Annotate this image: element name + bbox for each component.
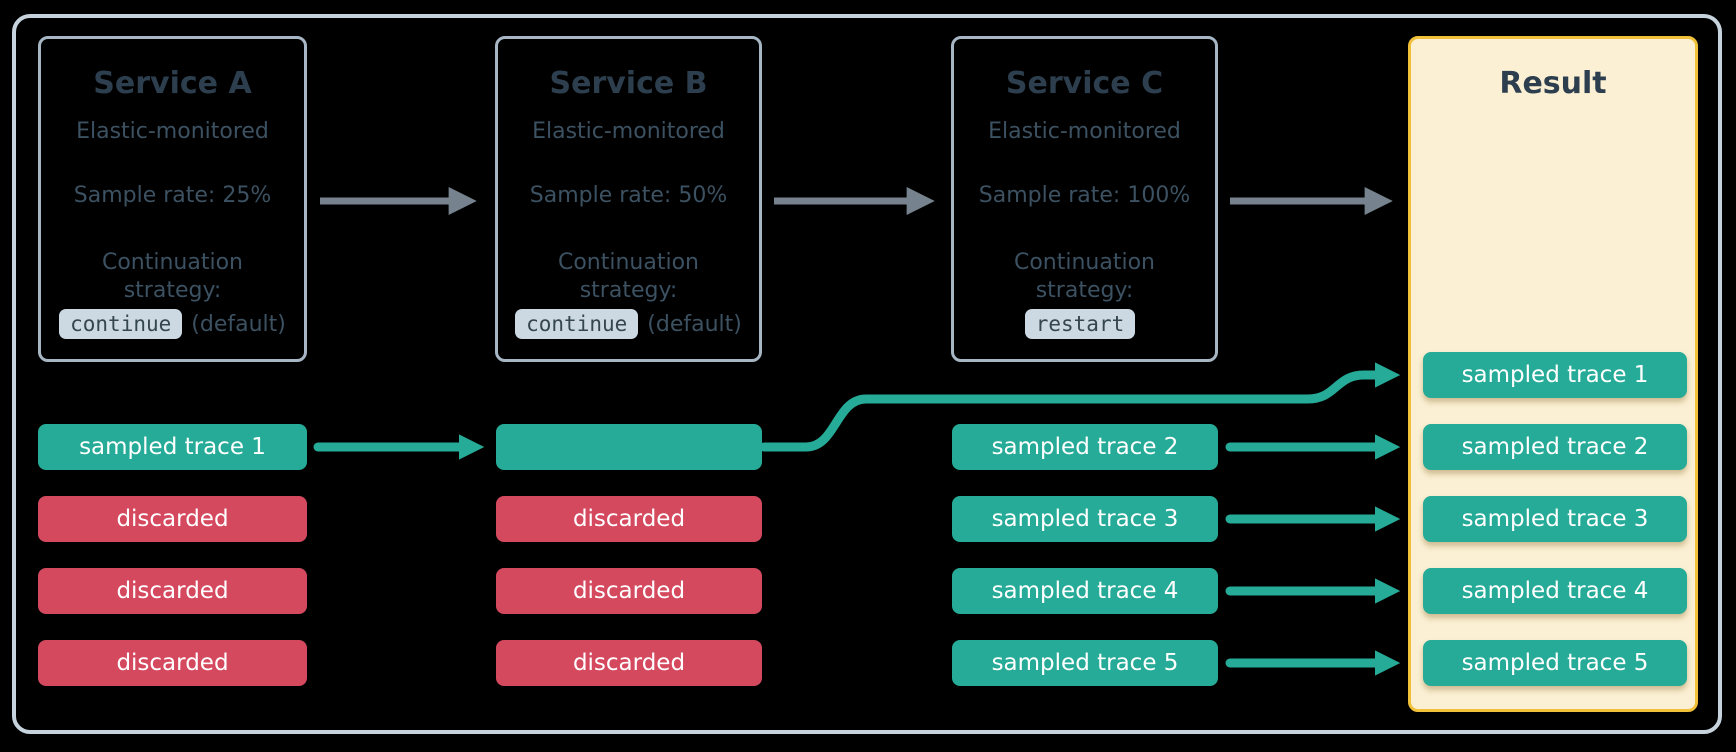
service-c-sample-rate: Sample rate: 100%: [978, 183, 1191, 208]
trace-chip-discarded: discarded: [38, 640, 307, 686]
trace-chip-sampled: sampled trace 3: [952, 496, 1218, 542]
service-c-subtitle: Elastic-monitored: [988, 119, 1181, 144]
service-c-trace-list: sampled trace 2 sampled trace 3 sampled …: [952, 424, 1218, 686]
trace-chip-discarded: discarded: [496, 496, 762, 542]
result-trace-chip-4: sampled trace 4: [1423, 568, 1687, 614]
trace-chip-sampled: sampled trace 1: [38, 424, 307, 470]
trace-chip-discarded: discarded: [496, 568, 762, 614]
result-box: Result sampled trace 1 sampled trace 2 s…: [1408, 36, 1698, 712]
service-a-trace-list: sampled trace 1 discarded discarded disc…: [38, 424, 307, 686]
trace-chip-discarded: discarded: [38, 496, 307, 542]
result-trace-chip-3: sampled trace 3: [1423, 496, 1687, 542]
trace-chip-discarded: discarded: [38, 568, 307, 614]
service-b-sample-rate: Sample rate: 50%: [529, 183, 728, 208]
service-a-box: Service A Elastic-monitored Sample rate:…: [38, 36, 307, 362]
service-b-trace-list: discarded discarded discarded: [496, 424, 762, 686]
result-trace-chip-1: sampled trace 1: [1423, 352, 1687, 398]
service-a-title: Service A: [93, 66, 252, 101]
trace-chip-sampled: sampled trace 5: [952, 640, 1218, 686]
service-b-strategy-code-chip: continue: [515, 309, 639, 339]
service-a-subtitle: Elastic-monitored: [76, 119, 269, 144]
service-a-continuation-label: Continuation strategy:: [101, 250, 243, 303]
result-title: Result: [1499, 66, 1607, 101]
trace-chip-sampled-unlabeled: [496, 424, 762, 470]
service-c-continuation-label: Continuation strategy:: [1013, 250, 1155, 303]
service-a-strategy-row: continue (default): [59, 309, 286, 339]
trace-chip-sampled: sampled trace 2: [952, 424, 1218, 470]
trace-chip-discarded: discarded: [496, 640, 762, 686]
service-b-subtitle: Elastic-monitored: [532, 119, 725, 144]
result-trace-list: sampled trace 1 sampled trace 2 sampled …: [1423, 352, 1687, 686]
service-c-strategy-row: restart: [1024, 309, 1145, 339]
trace-chip-sampled: sampled trace 4: [952, 568, 1218, 614]
service-c-title: Service C: [1005, 66, 1164, 101]
service-a-sample-rate: Sample rate: 25%: [73, 183, 272, 208]
service-b-box: Service B Elastic-monitored Sample rate:…: [495, 36, 762, 362]
result-trace-chip-5: sampled trace 5: [1423, 640, 1687, 686]
service-b-continuation-label: Continuation strategy:: [557, 250, 699, 303]
outer-frame: [12, 14, 1722, 734]
service-a-strategy-suffix: (default): [191, 311, 286, 337]
service-b-strategy-row: continue (default): [515, 309, 742, 339]
service-a-strategy-code-chip: continue: [59, 309, 183, 339]
result-trace-chip-2: sampled trace 2: [1423, 424, 1687, 470]
service-b-title: Service B: [549, 66, 708, 101]
service-b-strategy-suffix: (default): [647, 311, 742, 337]
service-c-strategy-code-chip: restart: [1024, 309, 1136, 339]
service-c-box: Service C Elastic-monitored Sample rate:…: [951, 36, 1218, 362]
